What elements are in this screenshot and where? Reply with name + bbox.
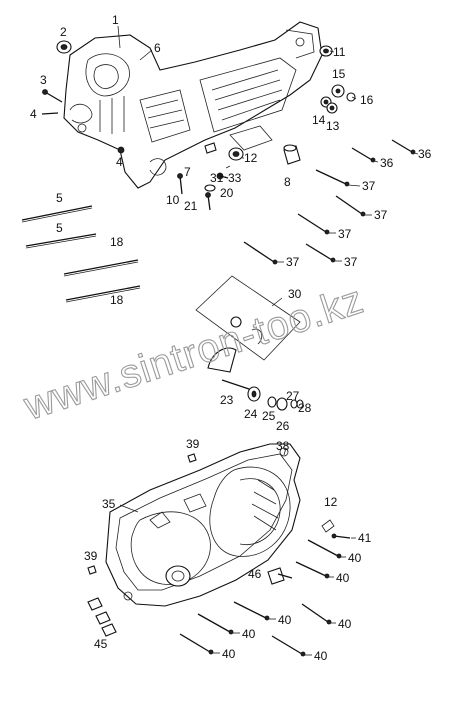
part-31-clip: [225, 165, 231, 169]
label-38: 38: [276, 439, 290, 453]
label-7: 7: [184, 165, 191, 179]
part-12-washer-lower: [321, 519, 335, 533]
part-7-dowel: [204, 142, 217, 154]
label-46: 46: [248, 567, 262, 581]
part-8-bushing: [283, 144, 301, 165]
leader-6: [139, 49, 153, 61]
bolts-36-37: [243, 139, 416, 265]
label-37-e: 37: [286, 255, 300, 269]
part-2-plug: [56, 40, 72, 54]
label-4-b: 4: [116, 155, 123, 169]
label-30: 30: [288, 287, 302, 301]
label-5: 5: [56, 191, 63, 205]
part-30-kit-box: [195, 275, 301, 361]
part-45-clip: [87, 597, 117, 637]
studs-5: [21, 205, 97, 249]
label-15: 15: [332, 67, 346, 81]
label-25: 25: [262, 409, 276, 423]
label-37-d: 37: [344, 255, 358, 269]
label-18-b: 18: [110, 293, 124, 307]
watermark-text: www.sintron-too.kz: [18, 277, 369, 428]
parts-24-28: [247, 386, 304, 411]
label-40-b: 40: [336, 571, 350, 585]
label-28: 28: [298, 401, 312, 415]
label-18: 18: [110, 235, 124, 249]
label-26: 26: [276, 419, 290, 433]
label-23: 23: [220, 393, 234, 407]
label-27: 27: [286, 389, 300, 403]
part-20-washer: [204, 184, 216, 192]
label-4: 4: [30, 107, 37, 121]
leader-38: [283, 447, 287, 456]
label-35: 35: [102, 497, 116, 511]
studs-18: [63, 259, 141, 303]
label-3: 3: [40, 73, 47, 87]
label-36-b: 36: [418, 147, 432, 161]
label-11: 11: [333, 45, 346, 59]
leader-1: [117, 25, 121, 49]
leader-lines: [212, 50, 419, 656]
label-10: 10: [166, 193, 180, 207]
parts-13-16-cluster: [320, 84, 356, 114]
label-39: 39: [186, 437, 200, 451]
label-13: 13: [326, 119, 340, 133]
label-5-b: 5: [56, 221, 63, 235]
crankcase-assembly: [63, 21, 323, 189]
label-40-d: 40: [338, 617, 352, 631]
label-36: 36: [380, 156, 394, 170]
label-6: 6: [154, 41, 161, 55]
part-12-seal: [228, 147, 244, 161]
label-2: 2: [60, 25, 67, 39]
label-12: 12: [244, 151, 258, 165]
label-37: 37: [362, 179, 376, 193]
part-4-pin: [41, 112, 125, 154]
part-11-cap: [319, 45, 333, 57]
part-46-bracket: [267, 567, 293, 585]
label-37-c: 37: [338, 227, 352, 241]
label-40-c: 40: [278, 613, 292, 627]
label-21: 21: [184, 199, 198, 213]
crankcase-cover: [105, 443, 301, 607]
label-8: 8: [284, 175, 291, 189]
label-24: 24: [244, 407, 258, 421]
part-3-bolt: [42, 89, 63, 103]
label-12-b: 12: [324, 495, 338, 509]
label-40-g: 40: [222, 647, 236, 661]
label-37-b: 37: [374, 208, 388, 222]
label-40-e: 40: [242, 627, 256, 641]
part-33-screw: [216, 172, 229, 180]
part-41-screw: [331, 533, 351, 539]
label-14: 14: [312, 113, 326, 127]
label-20: 20: [220, 186, 234, 200]
leader-35: [119, 504, 139, 513]
label-40-f: 40: [314, 649, 328, 663]
label-33: 33: [228, 171, 242, 185]
part-39-pin: [87, 453, 197, 575]
label-31: 31: [210, 171, 224, 185]
label-39-b: 39: [84, 549, 98, 563]
label-16: 16: [360, 93, 374, 107]
label-1: 1: [112, 13, 119, 27]
part-21-bolt: [205, 192, 211, 211]
label-45: 45: [94, 637, 108, 651]
label-40: 40: [348, 551, 362, 565]
part-10-bolt: [177, 173, 183, 195]
label-41: 41: [358, 531, 372, 545]
part-23-gear: [207, 347, 253, 391]
part-labels: 1 2 3 4 4 6 11 15 16 14 13 12 8 7 10 31 …: [30, 13, 432, 663]
